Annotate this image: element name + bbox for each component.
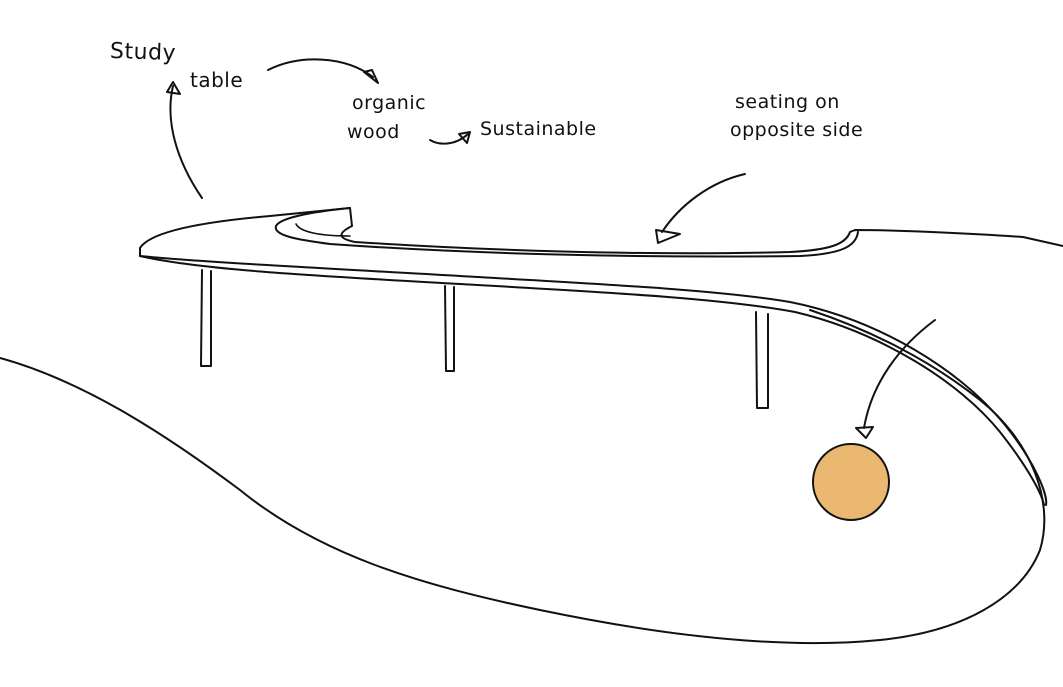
table-top-inner-cutout — [274, 207, 859, 258]
annotation-seating-line2: opposite side — [730, 119, 864, 141]
arrow-to-study-head — [166, 81, 181, 95]
arrow-table-to-organic — [267, 58, 374, 78]
arrow-wood-to-sustainable-head — [458, 131, 471, 144]
arrow-table-to-organic-head — [363, 69, 379, 84]
table-leg-right — [755, 311, 769, 409]
table-leg-left — [200, 269, 212, 367]
table-top-outer-edge — [139, 207, 1063, 255]
annotation-sustainable: Sustainable — [480, 118, 597, 140]
table-leg-middle — [444, 285, 455, 372]
arrow-to-seat — [863, 319, 936, 429]
annotation-wood: wood — [347, 121, 400, 143]
arrow-seating-to-table — [661, 173, 746, 233]
arrow-to-seat-head — [855, 426, 874, 439]
annotation-seating-line1: seating on — [735, 91, 840, 113]
table-top-lower-edge — [139, 255, 1045, 506]
annotation-table: table — [190, 68, 244, 92]
arrow-seating-to-table-head — [655, 229, 681, 244]
annotation-study: Study — [109, 38, 177, 67]
table-top-front-edge — [139, 247, 1048, 506]
arrow-to-study — [169, 85, 203, 199]
table-notch-detail — [295, 223, 351, 237]
annotation-organic: organic — [352, 92, 427, 114]
arrow-wood-to-sustainable — [429, 133, 469, 145]
round-seat — [812, 443, 890, 521]
